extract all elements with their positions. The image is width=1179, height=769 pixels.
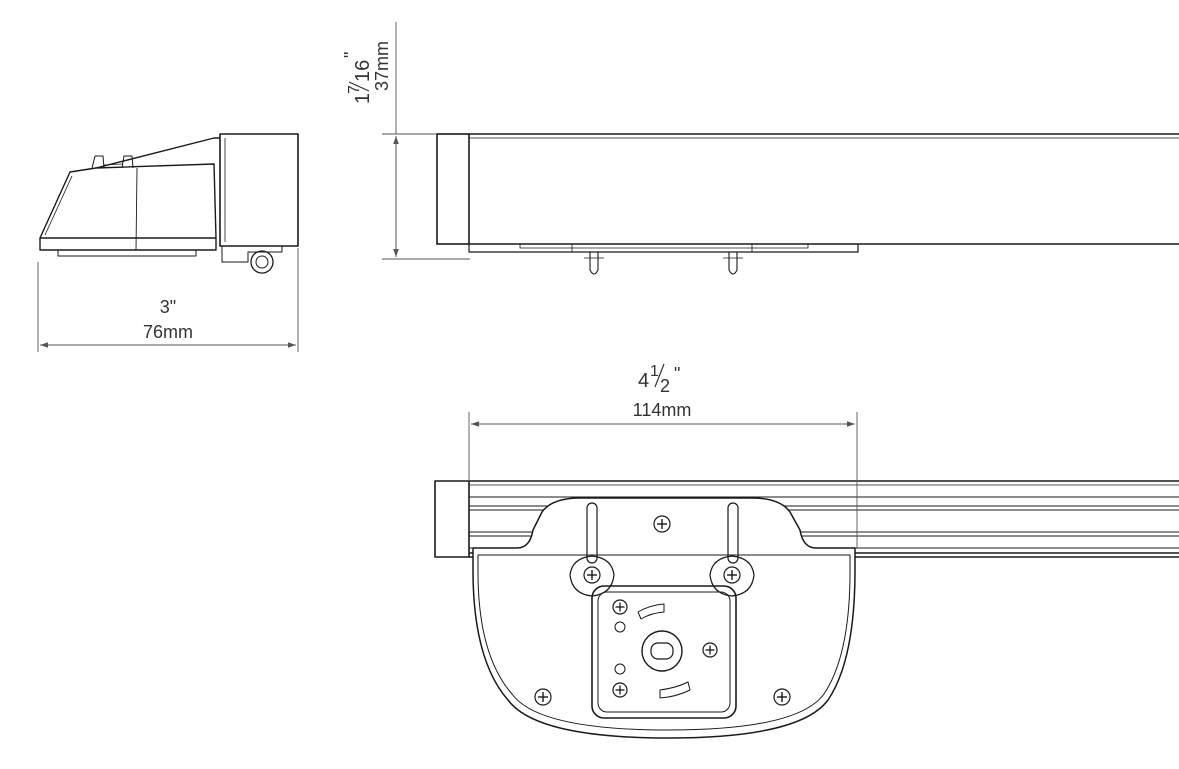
screw-icon [702,642,718,658]
screw-icon [773,688,791,706]
side-width-dimension: 3" 76mm [37,248,299,352]
bottom-width-metric: 114mm [633,400,692,420]
side-width-imperial: 3" [160,297,176,317]
screw-icon [723,566,741,584]
height-imperial-numerator: 7 [346,85,363,94]
screw-icon [653,515,671,533]
side-width-metric: 76mm [143,322,193,342]
screw-icon [534,688,552,706]
screw-icon [612,682,628,698]
side-view [39,133,299,274]
height-imperial-mark: " [341,52,361,58]
height-imperial-whole: 1 [352,93,374,104]
screw-icon [612,599,628,615]
bottom-width-imperial-whole: 4 [638,370,649,392]
bottom-width-imperial-numerator: 1 [650,363,659,380]
bottom-view [434,480,1179,739]
height-dimension: 1 7 16 " 37mm [341,22,470,260]
bottom-width-dimension: 4 1 2 " 114mm [468,363,858,548]
front-view [436,133,1179,275]
bottom-width-imperial-mark: " [674,364,680,384]
screw-icon [583,566,601,584]
height-imperial-denominator: 16 [352,60,374,82]
height-metric: 37mm [372,41,392,91]
screws [534,515,791,706]
bottom-width-imperial-denominator: 2 [660,376,670,396]
